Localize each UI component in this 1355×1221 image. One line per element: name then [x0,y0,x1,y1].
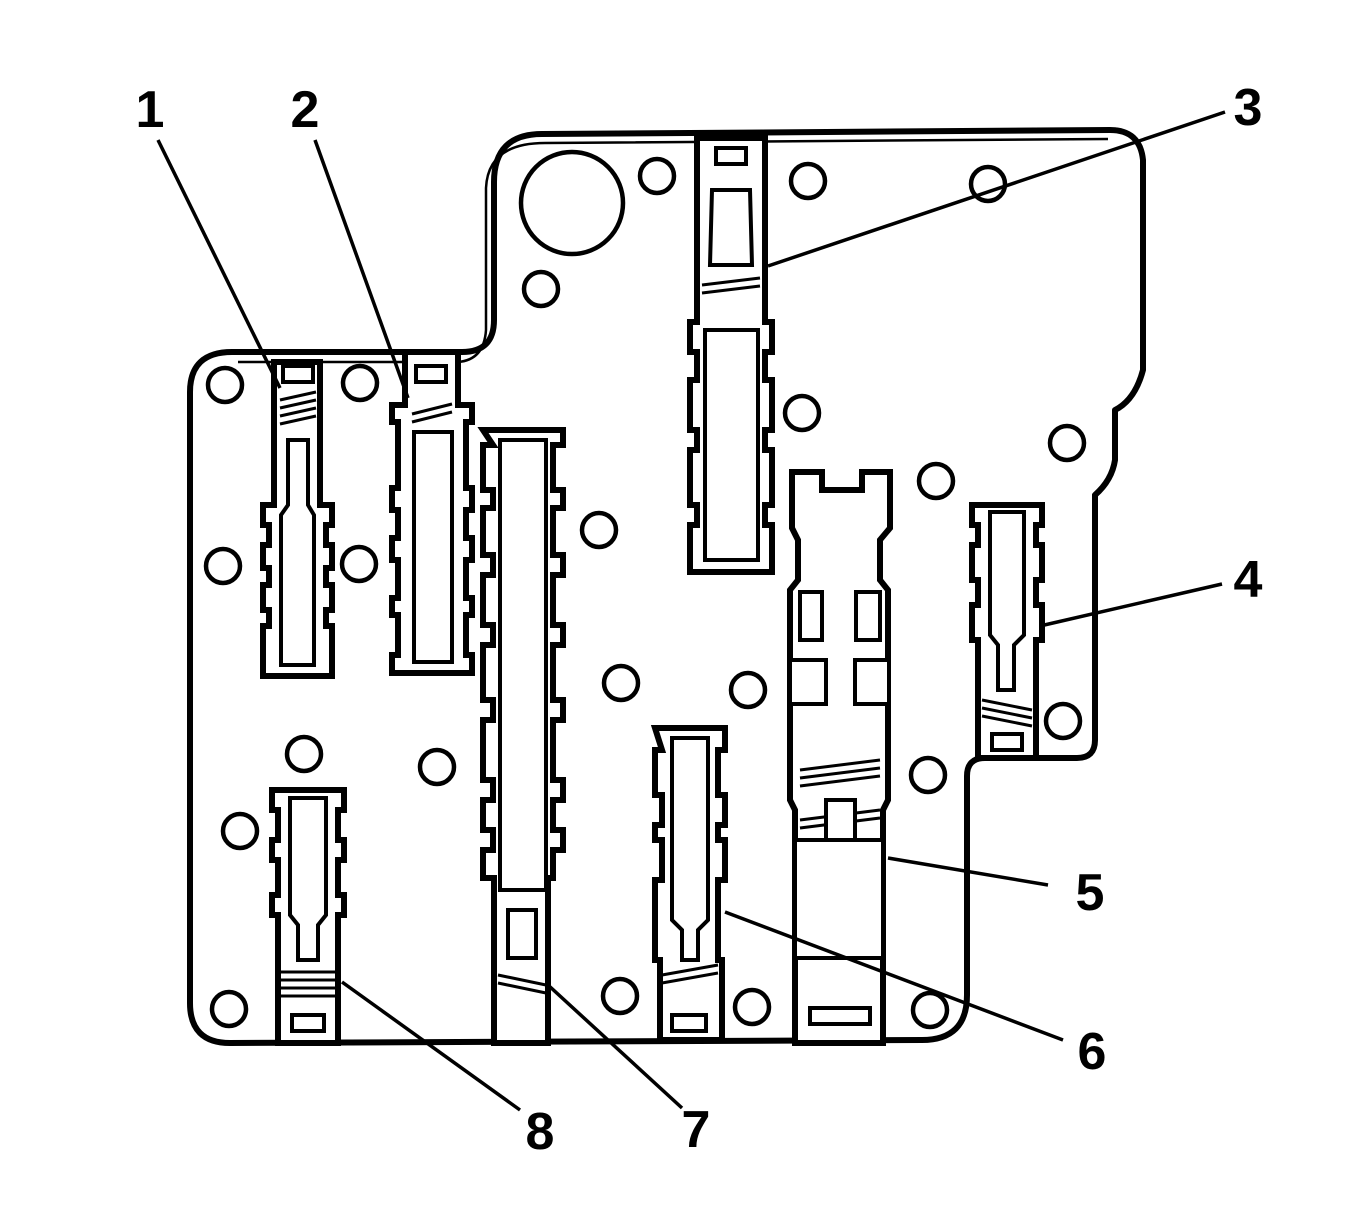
valve-3-end-plug [714,146,748,166]
bolt-hole [637,156,677,196]
valve-5-plunger [824,798,857,842]
valve-1-spool [279,438,316,667]
valve-4 [969,502,1045,761]
valve-8-spool [288,796,328,962]
bolt-hole [339,544,379,584]
bolt-hole [220,811,260,851]
valve-7-spring [497,973,547,995]
leader-1 [156,139,282,389]
valve-8 [269,787,347,1046]
valve-5-block-right [853,658,891,706]
valve-body-inner-edge [238,137,1109,364]
bolt-hole [732,987,772,1027]
bolt-holes [203,149,1087,1030]
bolt-hole [910,990,950,1030]
bolt-hole [788,161,828,201]
valve-4-spring [981,698,1033,728]
valve-3-upper-spool [707,188,755,267]
bolt-hole [600,976,640,1016]
valve-5-spool-right [854,590,882,642]
callout-1: 1 [136,81,165,139]
valve-1-spring [279,390,317,426]
leader-8 [340,980,522,1112]
leader-4 [1039,582,1223,628]
bolt-hole [728,670,768,710]
callout-labels: 1 2 3 4 5 6 7 8 [136,79,1263,1161]
valve-8-end-plug [290,1013,326,1033]
valve-6-spring [661,963,719,985]
callout-8: 8 [526,1103,555,1161]
bolt-hole [417,747,457,787]
callout-6: 6 [1078,1023,1107,1081]
valve-1 [260,359,335,679]
valve-5-end-plug [808,1006,872,1026]
bolt-hole [1047,423,1087,463]
valve-8-spring [280,970,336,998]
leader-2 [313,139,410,399]
valve-1-end-plug [281,364,315,384]
bolt-hole [340,363,380,403]
leader-7 [546,983,684,1110]
callout-3: 3 [1234,79,1263,137]
bolt-hole [579,510,619,550]
valve-5 [787,469,893,1046]
valve-3-lower-spool [703,328,760,562]
valve-5-spring [799,758,881,830]
bolt-hole [968,164,1008,204]
leader-3 [767,110,1226,268]
valve-5-sleeve [793,838,885,960]
valve-6 [650,725,728,1043]
valve-7 [477,427,566,1046]
bolt-hole [916,461,956,501]
callout-2: 2 [291,81,320,139]
valve-6-spool [670,736,710,962]
valve-5-block-left [788,658,828,706]
bolt-hole [205,365,245,405]
valve-3-spring [701,276,761,295]
valve-7-plug [506,908,538,960]
bolt-hole [209,989,249,1029]
valve-5-spool-left [798,590,824,642]
bolt-hole [601,663,641,703]
bolt-hole [518,149,626,257]
leader-5 [887,856,1049,887]
leader-lines [156,110,1226,1112]
valve-4-spool [988,510,1026,692]
bolt-hole [521,269,561,309]
bolt-hole [284,734,324,774]
leader-6 [724,910,1064,1042]
valve-2-end-plug [414,364,448,384]
bolt-hole [1043,701,1083,741]
valve-4-end-plug [990,732,1024,752]
valve-6-end-plug [670,1013,708,1033]
bolt-hole [782,393,822,433]
valve-2-spool [412,430,454,664]
valve-3 [687,135,775,575]
callout-5: 5 [1076,864,1105,922]
bolt-hole [203,546,243,586]
valve-2 [389,349,475,676]
valve-7-spool [498,438,548,892]
callout-7: 7 [682,1101,711,1159]
bolt-hole [908,755,948,795]
callout-4: 4 [1234,551,1263,609]
valve-2-spring [411,402,453,424]
